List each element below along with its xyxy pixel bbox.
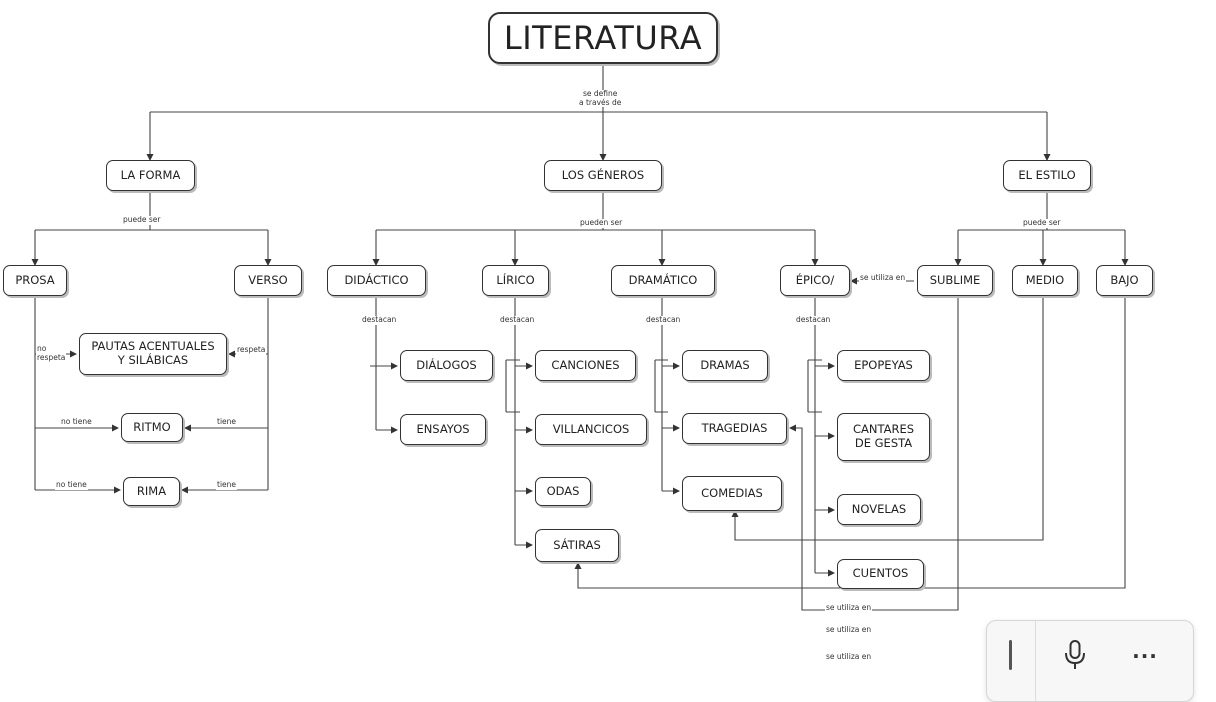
more-options-button[interactable]: ... [1123,633,1167,677]
node-tragedias: TRAGEDIAS [682,413,787,444]
node-cuentos: CUENTOS [837,559,924,589]
edge-epico-trunk [807,296,822,573]
more-icon: ... [1132,639,1158,663]
node-ensayos: ENSAYOS [400,414,486,445]
node-la-forma: LA FORMA [106,160,195,191]
node-satiras: SÁTIRAS [535,529,619,562]
label-prosa-no-respeta: no respeta [36,344,67,363]
edge-medio-comedias [731,296,1044,541]
label-se-define: se define a través de [578,89,623,108]
node-sublime: SUBLIME [917,265,993,296]
node-el-estilo: EL ESTILO [1003,160,1091,191]
label-didactico-destacan: destacan [361,315,398,325]
label-sublime-se-utiliza-en: se utiliza en [859,273,907,283]
node-dialogos: DIÁLOGOS [400,350,493,381]
label-verso-tiene-rima: tiene [216,480,238,490]
label-lirico-destacan: destacan [499,315,536,325]
label-verso-tiene-ritmo: tiene [216,417,238,427]
node-medio: MEDIO [1012,265,1078,296]
node-pautas: PAUTAS ACENTUALES Y SILÁBICAS [79,333,227,375]
label-generos-pueden-ser: pueden ser [579,218,624,228]
label-forma-puede-ser: puede ser [122,215,162,225]
node-comedias: COMEDIAS [682,476,782,511]
text-cursor-icon [1009,640,1012,670]
text-cursor-button[interactable] [989,633,1033,677]
microphone-icon [1065,640,1085,669]
node-dramatico: DRAMÁTICO [611,265,715,296]
edge-dramatico-trunk [654,296,668,491]
node-prosa: PROSA [3,265,67,296]
node-los-generos: LOS GÉNEROS [544,160,662,191]
label-dramatico-destacan: destacan [645,315,682,325]
node-dramas: DRAMAS [682,350,768,381]
label-se-utiliza-en-2: se utiliza en [825,625,873,635]
node-villancicos: VILLANCICOS [535,414,647,445]
concept-map: LITERATURA LA FORMA LOS GÉNEROS EL ESTIL… [3,12,1153,662]
label-se-utiliza-en-3: se utiliza en [825,652,873,662]
label-prosa-no-tiene-rima: no tiene [55,480,88,490]
label-estilo-puede-ser: puede ser [1022,218,1062,228]
floating-toolbar: ... [986,620,1194,702]
node-ritmo: RITMO [121,413,183,442]
node-epico: ÉPICO/ [780,265,850,296]
label-prosa-no-tiene-ritmo: no tiene [60,417,93,427]
node-canciones: CANCIONES [535,350,636,381]
microphone-button[interactable] [1053,633,1097,677]
node-novelas: NOVELAS [837,494,921,525]
edge-sublime-tragedias [789,296,959,611]
label-epico-destacan: destacan [795,315,832,325]
node-odas: ODAS [535,477,591,506]
node-cantares: CANTARES DE GESTA [837,413,930,461]
toolbar-divider [1035,621,1036,701]
node-literatura: LITERATURA [488,12,718,64]
node-rima: RIMA [123,477,180,506]
node-lirico: LÍRICO [482,265,549,296]
node-didactico: DIDÁCTICO [327,265,426,296]
edge-lirico-trunk [505,296,520,545]
node-epopeyas: EPOPEYAS [837,350,930,381]
label-verso-respeta: respeta [236,345,267,355]
node-bajo: BAJO [1096,265,1153,296]
label-se-utiliza-en-1: se utiliza en [825,603,873,613]
node-verso: VERSO [234,265,302,296]
